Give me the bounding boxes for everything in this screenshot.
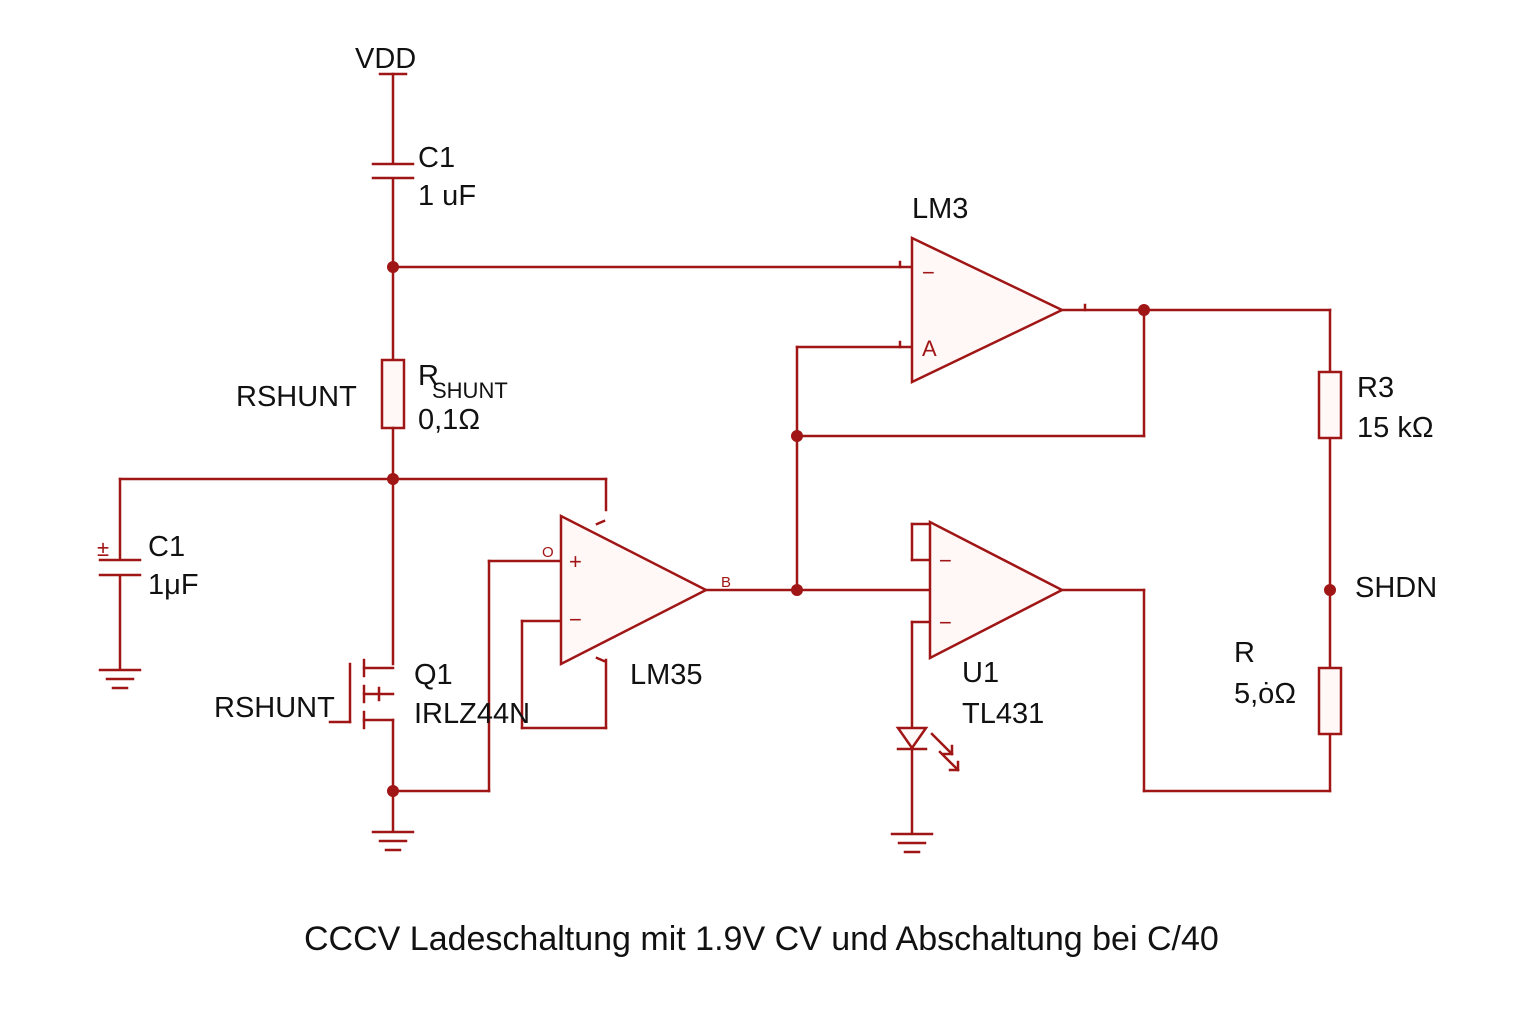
q1-label: RSHUNT: [214, 692, 335, 724]
lm3-minus-pin: −: [922, 260, 935, 285]
u1-minus-bottom-pin: −: [939, 610, 952, 635]
lm3-label: LM3: [912, 193, 968, 225]
wire-node-to-lm3-a: [795, 340, 914, 592]
r-name: R: [1234, 637, 1255, 669]
junction-dot: [791, 584, 803, 596]
opamp-lm35: [559, 513, 709, 667]
junction-dot: [1324, 584, 1336, 596]
q1-name: Q1: [414, 659, 453, 691]
junction-dot: [1138, 304, 1150, 316]
wire-rshunt-to-q1: [118, 426, 608, 666]
lm35-label: LM35: [630, 659, 703, 691]
wire-q1-to-lm35-plus: [391, 559, 563, 793]
junction-dot: [387, 261, 399, 273]
rshunt-left-label: RSHUNT: [236, 381, 357, 413]
lm35-top-tick: [595, 519, 606, 526]
lm35-bottom-tick: [595, 656, 606, 663]
capacitor-c1-left: [98, 477, 142, 670]
vdd-supply: [378, 72, 408, 164]
u1-name: U1: [962, 657, 999, 689]
shdn-label: SHDN: [1355, 572, 1437, 604]
r3-value: 15 kΩ: [1357, 412, 1434, 444]
r-value: 5,ȯΩ: [1234, 678, 1296, 710]
resistor-rshunt: [380, 358, 406, 430]
u1-minus-top-pin: −: [939, 548, 952, 573]
rshunt-name-subscript: SHUNT: [432, 378, 508, 403]
c1-top-value: 1 uF: [418, 180, 476, 212]
diagram-caption: CCCV Ladeschaltung mit 1.9V CV und Absch…: [304, 920, 1219, 958]
capacitor-polarity-mark: ±: [97, 536, 109, 561]
junction-dot: [791, 430, 803, 442]
lm3-a-pin: A: [922, 336, 937, 361]
wire-to-lm3-minus: [391, 260, 914, 269]
wire-lm35-minus-loop: [520, 619, 608, 730]
led-indicator: [895, 726, 960, 834]
mosfet-q1: [328, 658, 395, 832]
rshunt-value: 0,1Ω: [418, 404, 480, 436]
c1-top-name: C1: [418, 142, 455, 174]
q1-part: IRLZ44N: [414, 698, 530, 730]
lm35-b-pin: B: [721, 574, 731, 591]
c1-left-value: 1μF: [148, 569, 199, 601]
wire-u1-out: [1060, 588, 1332, 793]
resistor-r: [1317, 666, 1343, 736]
wire-lm3-out: [1060, 303, 1332, 312]
ground-q1: [371, 830, 415, 852]
rshunt-name: R: [418, 360, 439, 392]
c1-left-name: C1: [148, 531, 185, 563]
opamp-lm3: [910, 236, 1065, 384]
ground-u1: [890, 832, 934, 854]
u1-part: TL431: [962, 698, 1044, 730]
lm35-plus-pin: +: [569, 549, 582, 574]
lm35-o-pin: O: [542, 544, 554, 561]
vdd-label: VDD: [355, 43, 416, 75]
resistor-r3: [1317, 370, 1343, 440]
junction-dot: [387, 473, 399, 485]
wire-lm3-feedback: [795, 308, 1146, 438]
r3-name: R3: [1357, 372, 1394, 404]
lm35-minus-pin: −: [569, 607, 582, 632]
opamp-u1: [928, 519, 1065, 661]
wire-u1-left: [910, 522, 932, 730]
junction-dot: [387, 785, 399, 797]
ground-left: [98, 668, 142, 690]
